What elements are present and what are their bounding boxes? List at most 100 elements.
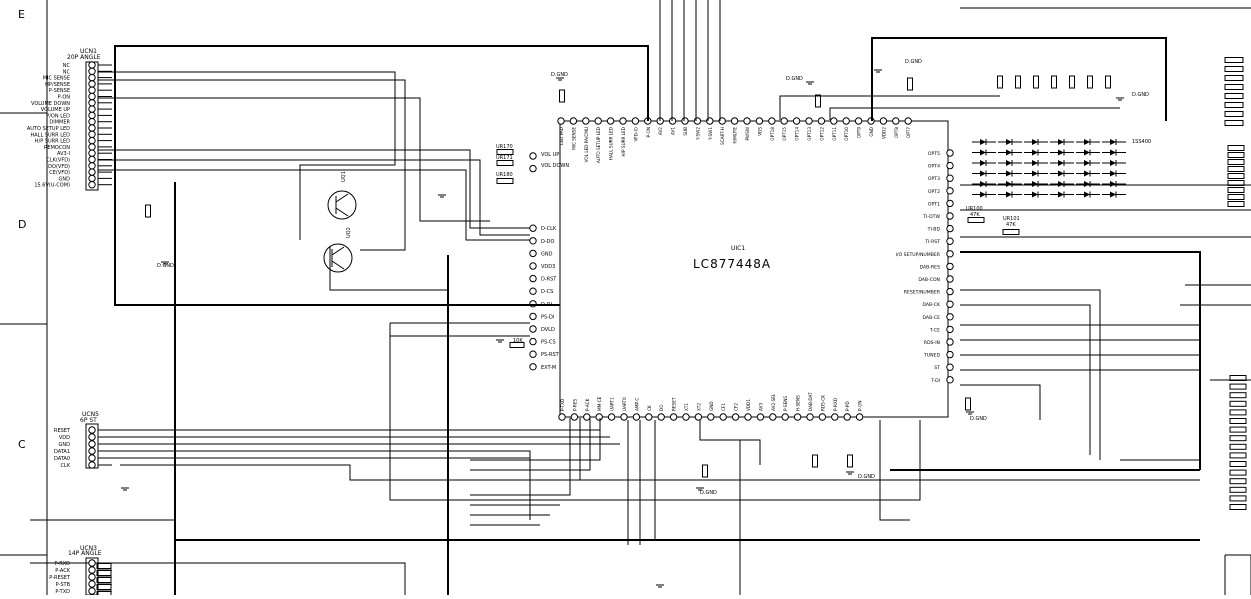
program-pin-label-2: GND xyxy=(59,442,71,448)
diode-label: 1SS400 xyxy=(1132,139,1151,145)
chip-top-pin-15 xyxy=(743,117,751,125)
chip-top-pin-17 xyxy=(768,117,776,125)
front-pin-label-12: H/P SURR LED xyxy=(35,139,70,145)
connector-program-type: 6P ST xyxy=(80,417,97,424)
front-pin-label-18: GND xyxy=(59,176,71,182)
chip-top-pin-label-0: LED PAD xyxy=(559,127,564,145)
chip-left-pin-label-13: EXT-M xyxy=(541,365,556,371)
resistor-bottom-3 xyxy=(847,454,853,468)
chip-left-pin-label-9: PS-DI xyxy=(541,314,554,320)
chip-bottom-pin-label-19: H-SENS xyxy=(796,395,801,411)
chip-bottom-pin-23 xyxy=(843,413,851,421)
chip-left-pin-4 xyxy=(529,249,537,258)
chip-left-pin-5 xyxy=(529,262,537,270)
chip-top-pin-27 xyxy=(892,117,900,125)
edge-resistor-a7 xyxy=(1224,120,1244,126)
chip-top-pin-label-25: GND xyxy=(869,127,874,137)
chip-bottom-pin-label-9: RESET xyxy=(672,397,677,411)
chip-bottom-pin-6 xyxy=(632,413,641,421)
resistor-top-1 xyxy=(559,89,565,103)
front-pin-label-14: AV3-I xyxy=(57,151,70,157)
chip-top-pin-label-21: OPT12 xyxy=(819,127,824,141)
chip-bottom-pin-12 xyxy=(707,413,715,421)
chip-bottom-pin-label-2: P-ACK xyxy=(585,398,590,411)
edge-resistor-c13 xyxy=(1229,486,1247,493)
chip-top-pin-9 xyxy=(668,117,677,125)
chip-bottom-pin-5 xyxy=(620,413,628,421)
front-pin-10 xyxy=(88,124,96,132)
chip-right-pin-label-9: DAB-RES xyxy=(920,264,941,270)
chip-right-pin-label-15: RDS-IN xyxy=(924,340,940,346)
front-pin-label-16: DO(VFD) xyxy=(48,164,70,170)
chip-top-pin-label-27: OPT8 xyxy=(894,127,899,138)
chip-left-pin-0 xyxy=(529,152,537,160)
chip-bottom-pin-7 xyxy=(645,413,653,421)
chip-top-pin-label-1: MIC SENSE xyxy=(571,127,576,150)
chip-right-pin-14 xyxy=(946,325,954,334)
chip-bottom-pin-18 xyxy=(781,413,789,421)
pport-resistor-1 xyxy=(96,570,112,576)
program-pin-3 xyxy=(88,447,96,455)
chip-right-pin-label-0: OPT5 xyxy=(928,151,940,157)
chip-top-pin-4 xyxy=(606,117,615,125)
chip-right-pin-4 xyxy=(946,199,954,208)
ur170-label: UR170 xyxy=(496,144,513,150)
chip-top-pin-label-13: SCART-H xyxy=(720,127,725,145)
chip-right-pin-8 xyxy=(946,250,954,258)
front-pin-label-10: AUTO SETUP LED xyxy=(27,126,70,132)
sheet-frame: E D C xyxy=(0,0,48,595)
front-pin-15 xyxy=(88,155,96,164)
chip-bottom-pin-17 xyxy=(769,413,777,421)
pport-resistor-0 xyxy=(96,563,112,569)
resistor-ur101 xyxy=(1002,229,1020,235)
front-pin-14 xyxy=(88,149,96,157)
chip-bottom-pin-label-14: CF2 xyxy=(734,403,739,411)
resistor-top-3 xyxy=(907,77,913,91)
front-pin-label-4: P-SENSE xyxy=(49,88,70,94)
chip-right-pin-label-10: DAB-CON xyxy=(918,277,940,283)
chip-ref: UIC1 xyxy=(731,245,745,252)
chip-right-pin-label-16: TUNED xyxy=(923,353,941,359)
connector-front-ref: UCN1 xyxy=(80,48,97,55)
signal-wires xyxy=(30,0,1251,595)
chip-bottom-pin-11 xyxy=(694,413,703,421)
chip-right-pin-label-17: ST xyxy=(934,365,940,371)
chip-top-pin-6 xyxy=(631,117,640,125)
chip-right-pin-label-12: DAB-CK xyxy=(922,302,941,308)
chip-left-pin-label-3: D-DO xyxy=(541,239,555,245)
chip-right-pin-7 xyxy=(946,237,954,245)
edge-resistor-c6 xyxy=(1229,426,1247,433)
dgnd-label-8: D.GND xyxy=(970,416,987,422)
chip-top-pin-label-9: AV1 xyxy=(671,127,676,135)
chip-top-pin-label-18: OPT15 xyxy=(782,127,787,141)
edge-resistor-a1 xyxy=(1224,66,1244,72)
chip-top-pin-label-14: H/MUTE xyxy=(733,127,738,144)
chip-top-pin-label-12: Y-SW1 xyxy=(708,127,713,141)
front-pin-label-0: NC xyxy=(63,63,71,69)
chip-top-pin-label-10: SUB xyxy=(683,127,688,136)
chip-bottom-pin-22 xyxy=(831,413,839,421)
chip-top-pin-label-6: VFD-IO xyxy=(633,126,638,141)
chip-bottom-pin-label-17: AV2-SEL xyxy=(771,393,776,411)
chip-top-pin-18 xyxy=(780,117,788,125)
chip-bottom-pin-label-22: P-RXD xyxy=(833,398,838,411)
connector-front-type: 20P ANGLE xyxy=(67,54,101,61)
resistor-10k xyxy=(509,342,525,348)
chip-bottom-pin-label-24: P-ON xyxy=(858,401,863,412)
front-pin-18 xyxy=(88,174,96,183)
edge-resistor-c2 xyxy=(1229,392,1247,399)
chip-top-pin-23 xyxy=(842,117,850,125)
front-pin-6 xyxy=(88,99,96,107)
front-pin-label-6: VOLUME DOWN xyxy=(31,101,70,107)
pport-pin-label-4: P-TXD xyxy=(55,589,70,595)
dgnd-label-1: D.GND xyxy=(551,72,568,78)
edge-resistor-c15 xyxy=(1229,504,1247,510)
chip-top-pin-20 xyxy=(805,117,813,125)
front-pin-16 xyxy=(88,162,96,170)
chip-bottom-pin-21 xyxy=(818,413,827,421)
chip-top-pin-1 xyxy=(569,117,578,125)
front-pin-label-9: DIMMER xyxy=(49,120,70,126)
resistor-bottom-4 xyxy=(965,397,971,411)
chip-right-pin-label-1: OPT4 xyxy=(928,164,940,170)
